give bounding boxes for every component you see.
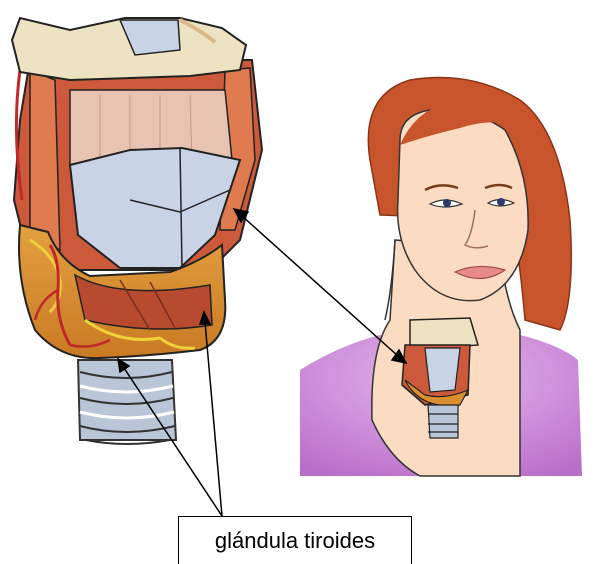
larynx-illustration — [12, 18, 262, 444]
thyroid-label-text: glándula tiroides — [215, 528, 375, 554]
thyroid-label: glándula tiroides — [178, 516, 412, 564]
woman-illustration — [300, 78, 582, 477]
